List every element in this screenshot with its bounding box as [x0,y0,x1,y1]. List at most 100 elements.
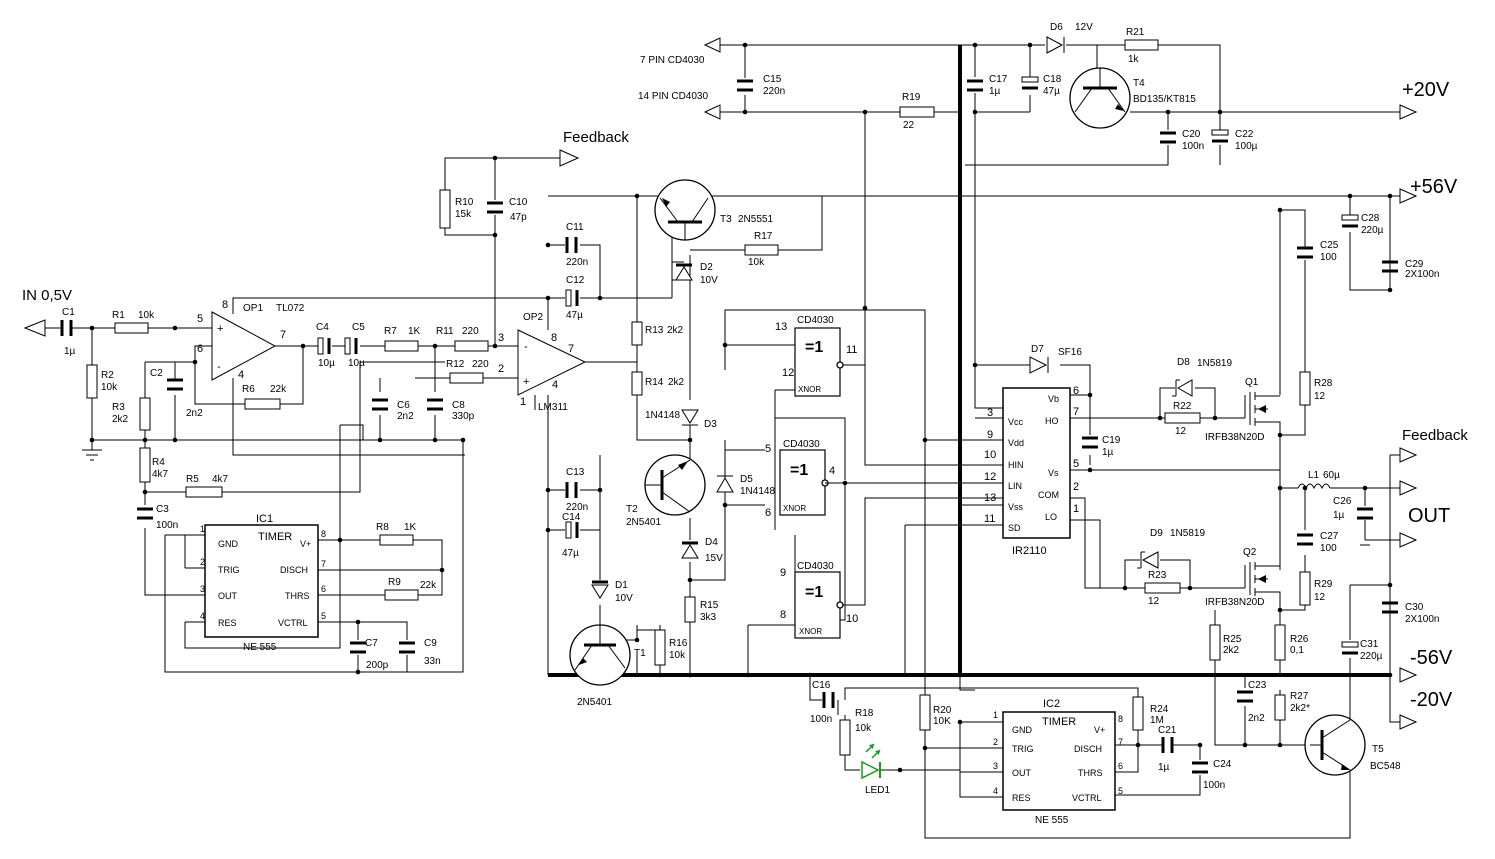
label-plus56: +56V [1410,176,1458,198]
svg-text:LED1: LED1 [865,785,890,796]
svg-text:11: 11 [846,344,857,356]
svg-text:47µ: 47µ [566,310,583,321]
svg-text:D3: D3 [704,419,717,430]
net-labels: IN 0,5V Feedback Feedback 7 PIN CD4030 1… [22,55,1468,711]
svg-text:10k: 10k [855,723,872,734]
svg-text:10K: 10K [933,716,951,727]
svg-text:R3: R3 [112,402,125,413]
svg-text:R17: R17 [754,231,773,242]
wires [45,44,1400,839]
label-pin14: 14 PIN CD4030 [638,91,708,102]
svg-text:3: 3 [987,407,993,419]
svg-text:Vdd: Vdd [1008,438,1024,448]
label-minus56: -56V [1410,647,1453,669]
svg-text:C21: C21 [1158,725,1177,736]
svg-text:22k: 22k [420,580,437,591]
svg-text:60µ: 60µ [1323,470,1340,481]
pin14-terminal [703,104,721,120]
svg-text:5: 5 [765,443,771,455]
svg-text:=1: =1 [790,462,808,479]
svg-text:33n: 33n [424,656,441,667]
svg-text:C28: C28 [1361,213,1380,224]
svg-text:C4: C4 [316,322,329,333]
svg-text:C15: C15 [763,74,782,85]
svg-text:SF16: SF16 [1058,347,1082,358]
svg-text:1k: 1k [1128,54,1140,65]
svg-text:C12: C12 [566,275,585,286]
svg-text:220n: 220n [566,502,588,513]
svg-text:2n2: 2n2 [186,408,203,419]
svg-text:R8: R8 [376,522,389,533]
svg-text:100: 100 [1320,252,1337,263]
svg-text:220n: 220n [566,257,588,268]
diode-d6: D6 12V [1046,22,1093,54]
svg-text:1N4148: 1N4148 [740,486,775,497]
op2-pin4: 4 [552,379,558,391]
svg-text:C25: C25 [1320,240,1339,251]
svg-text:COM: COM [1038,490,1059,500]
svg-text:11: 11 [984,513,995,525]
svg-text:100: 100 [1320,543,1337,554]
op2-part: LM311 [538,402,568,413]
svg-text:10V: 10V [615,593,633,604]
op1-pin4: 4 [238,369,244,381]
svg-text:4: 4 [200,611,205,621]
svg-text:R22: R22 [1173,401,1192,412]
svg-text:R29: R29 [1314,579,1333,590]
svg-text:T5: T5 [1372,744,1384,755]
svg-text:R15: R15 [700,600,719,611]
op2-pin2: 2 [498,363,504,375]
svg-text:47µ: 47µ [1043,86,1060,97]
svg-text:C5: C5 [352,322,365,333]
svg-text:22k: 22k [270,384,287,395]
svg-text:100n: 100n [1203,780,1225,791]
gate-3: CD4030 =1 XNOR 9 8 10 [780,561,858,639]
svg-text:Vss: Vss [1008,502,1024,512]
svg-text:TRIG: TRIG [218,565,240,575]
svg-text:LO: LO [1045,512,1057,522]
svg-text:1M: 1M [1150,715,1164,726]
svg-text:2k2*: 2k2* [1290,703,1310,714]
svg-text:R18: R18 [855,708,874,719]
svg-text:8: 8 [1118,714,1123,724]
pin7-terminal [703,37,721,53]
svg-text:OUT: OUT [218,591,238,601]
svg-text:R21: R21 [1126,27,1145,38]
svg-text:OUT: OUT [1012,768,1032,778]
svg-text:4: 4 [829,465,835,477]
svg-text:VCTRL: VCTRL [278,618,308,628]
svg-text:6: 6 [1118,761,1123,771]
svg-text:3k3: 3k3 [700,612,717,623]
svg-text:1N4148: 1N4148 [645,410,680,421]
capacitor-c12: C12 47µ [565,275,585,321]
svg-text:R4: R4 [152,457,165,468]
svg-text:1: 1 [1073,503,1079,515]
svg-text:DISCH: DISCH [280,565,308,575]
svg-text:2n2: 2n2 [397,411,414,422]
svg-text:12: 12 [1314,592,1326,603]
label-minus20: -20V [1410,689,1453,711]
svg-text:2k2: 2k2 [1223,645,1240,656]
svg-text:2N5551: 2N5551 [738,214,773,225]
svg-text:0,1: 0,1 [1290,645,1304,656]
svg-text:7: 7 [1118,737,1123,747]
